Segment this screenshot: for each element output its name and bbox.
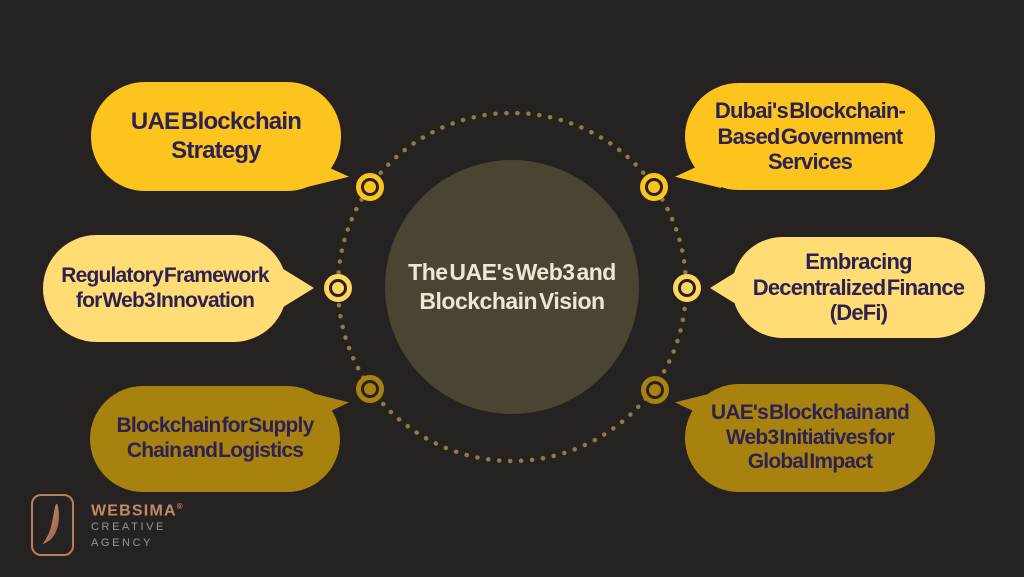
brand-name-label: WEBSIMA xyxy=(91,502,177,520)
bubble-label: Dubai's Blockchain- Based Government Ser… xyxy=(714,97,906,175)
bubble-label: Regulatory Framework for Web3 Innovation xyxy=(61,263,269,312)
bubble-global-impact: UAE's Blockchain and Web3 Initiatives fo… xyxy=(685,384,935,492)
target-icon xyxy=(324,274,352,302)
bubble-uae-blockchain-strategy: UAE Blockchain Strategy xyxy=(91,82,341,191)
target-icon xyxy=(640,173,668,201)
bubble-supply-chain: Blockchain for Supply Chain and Logistic… xyxy=(90,386,340,492)
bubble-defi: Embracing Decentralized Finance (DeFi) xyxy=(732,237,985,338)
target-icon-dot xyxy=(648,181,660,193)
target-icon-dot xyxy=(364,383,376,395)
brand-name: WEBSIMA® xyxy=(91,503,183,519)
websima-logo-icon xyxy=(31,494,74,556)
bubble-label: Blockchain for Supply Chain and Logistic… xyxy=(116,414,315,462)
target-icon-dot xyxy=(649,384,661,396)
registered-mark: ® xyxy=(176,502,183,511)
target-icon xyxy=(356,173,384,201)
brand-tagline-line1: CREATIVE xyxy=(91,521,166,534)
target-icon xyxy=(356,375,384,403)
bubble-label: UAE Blockchain Strategy xyxy=(130,108,302,164)
central-topic-circle: The UAE's Web3 and Blockchain Vision xyxy=(385,160,639,414)
target-icon-dot xyxy=(332,282,344,294)
target-icon xyxy=(673,274,701,302)
bubble-label: UAE's Blockchain and Web3 Initiatives fo… xyxy=(710,400,910,474)
brand-tagline-line2: AGENCY xyxy=(91,536,154,549)
brand-text: WEBSIMA® CREATIVE AGENCY xyxy=(91,494,183,550)
bubble-label: Embracing Decentralized Finance (DeFi) xyxy=(752,248,965,326)
target-icon-dot xyxy=(364,181,376,193)
target-icon-dot xyxy=(681,282,693,294)
target-icon xyxy=(641,376,669,404)
bubble-regulatory-framework: Regulatory Framework for Web3 Innovation xyxy=(43,235,287,342)
websima-logo: WEBSIMA® CREATIVE AGENCY xyxy=(31,494,183,556)
central-topic-title: The UAE's Web3 and Blockchain Vision xyxy=(408,259,616,314)
bubble-dubai-government-services: Dubai's Blockchain- Based Government Ser… xyxy=(685,83,935,190)
